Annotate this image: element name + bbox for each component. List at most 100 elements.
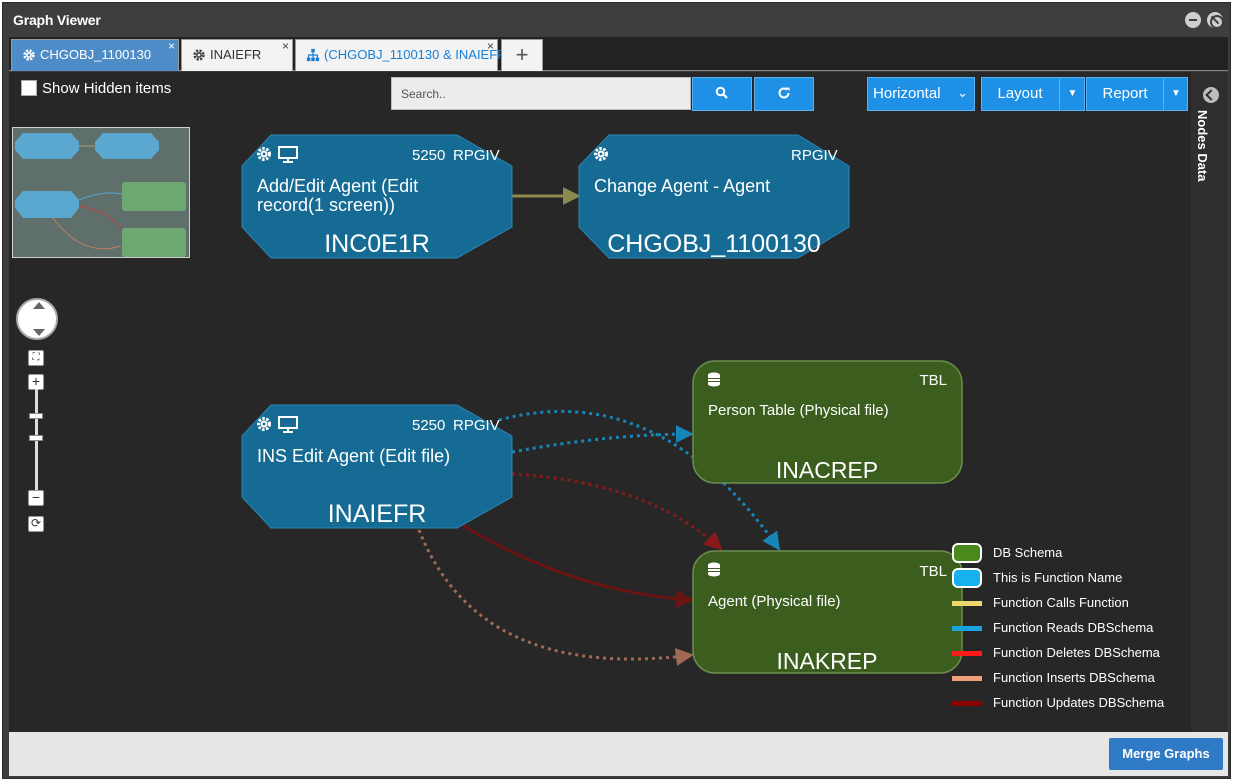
legend: DB Schema This is Function Name Function… bbox=[952, 543, 1182, 718]
orientation-value: Horizontal bbox=[873, 85, 941, 102]
legend-swatch bbox=[952, 701, 982, 706]
search-button[interactable] bbox=[692, 77, 752, 111]
node-count: 5250 bbox=[412, 147, 445, 164]
zoom-slider-marker bbox=[29, 435, 43, 441]
node-title: Change Agent - Agent bbox=[594, 176, 770, 196]
footer-bar: Merge Graphs bbox=[9, 732, 1228, 776]
tab-chgobj[interactable]: CHGOBJ_1100130 × bbox=[11, 39, 179, 71]
layout-button[interactable]: Layout ▼ bbox=[981, 77, 1085, 111]
node-title-line2: record(1 screen)) bbox=[257, 195, 395, 215]
close-window-icon[interactable] bbox=[1207, 12, 1224, 29]
zoom-out-button[interactable]: − bbox=[28, 490, 44, 506]
legend-swatch bbox=[952, 568, 982, 588]
node-name: INACREP bbox=[776, 457, 878, 483]
legend-label: Function Reads DBSchema bbox=[993, 620, 1154, 635]
caret-down-icon[interactable]: ▼ bbox=[1067, 88, 1078, 99]
reset-zoom-icon[interactable]: ⟳ bbox=[28, 516, 44, 532]
legend-swatch bbox=[952, 676, 982, 681]
function-node-inaiefr[interactable]: 5250 RPGIV INS Edit Agent (Edit file) IN… bbox=[241, 404, 513, 529]
node-name: INAKREP bbox=[777, 648, 878, 674]
function-node-inc0e1r[interactable]: 5250 RPGIV Add/Edit Agent (Edit record(1… bbox=[241, 134, 513, 259]
legend-label: Function Inserts DBSchema bbox=[993, 670, 1155, 685]
gear-icon bbox=[257, 417, 271, 431]
layout-label: Layout bbox=[997, 85, 1043, 102]
refresh-button[interactable] bbox=[754, 77, 814, 111]
node-title: Agent (Physical file) bbox=[708, 593, 841, 610]
legend-label: Function Calls Function bbox=[993, 595, 1129, 610]
close-tab-icon[interactable]: × bbox=[486, 39, 494, 53]
legend-label: Function Deletes DBSchema bbox=[993, 645, 1160, 660]
edge-reads bbox=[498, 409, 781, 551]
legend-swatch bbox=[952, 626, 982, 631]
legend-label: This is Function Name bbox=[993, 570, 1123, 585]
pan-navigator[interactable] bbox=[16, 298, 58, 340]
legend-item: Function Inserts DBSchema bbox=[952, 668, 1182, 693]
caret-down-icon[interactable]: ▼ bbox=[1171, 88, 1181, 99]
tab-bar: CHGOBJ_1100130 × INAIEFR × (CHGOBJ_11001… bbox=[9, 37, 1228, 71]
minimap[interactable] bbox=[12, 127, 190, 258]
refresh-icon bbox=[778, 87, 790, 99]
legend-item: Function Deletes DBSchema bbox=[952, 643, 1182, 668]
node-name: INAIEFR bbox=[328, 500, 427, 528]
node-title: INS Edit Agent (Edit file) bbox=[257, 446, 450, 466]
node-title: Person Table (Physical file) bbox=[708, 402, 889, 419]
legend-item: DB Schema bbox=[952, 543, 1182, 568]
function-node-chgobj[interactable]: RPGIV Change Agent - Agent CHGOBJ_110013… bbox=[578, 134, 850, 259]
legend-swatch bbox=[952, 543, 982, 563]
legend-swatch bbox=[952, 651, 982, 656]
close-tab-icon[interactable]: × bbox=[281, 39, 289, 53]
zoom-slider-thumb[interactable] bbox=[29, 413, 43, 419]
graph-canvas[interactable]: Show Hidden items Search.. Horizontal ⌄ … bbox=[9, 72, 1191, 732]
minimize-icon[interactable] bbox=[1185, 12, 1201, 28]
database-icon bbox=[708, 372, 720, 387]
zoom-in-button[interactable]: + bbox=[28, 374, 44, 390]
table-node-inakrep[interactable]: TBL Agent (Physical file) INAKREP bbox=[692, 550, 963, 674]
orientation-select[interactable]: Horizontal ⌄ bbox=[867, 77, 975, 111]
tab-merged[interactable]: (CHGOBJ_1100130 & INAIEFR) × bbox=[295, 39, 511, 71]
table-node-inacrep[interactable]: TBL Person Table (Physical file) INACREP bbox=[692, 360, 963, 484]
chevron-left-icon[interactable] bbox=[1203, 87, 1219, 103]
report-button[interactable]: Report ▼ bbox=[1086, 77, 1188, 111]
fit-screen-icon[interactable]: ⛶ bbox=[28, 350, 44, 366]
legend-item: Function Updates DBSchema bbox=[952, 693, 1182, 718]
nodes-data-label: Nodes Data bbox=[1195, 110, 1210, 182]
zoom-slider[interactable] bbox=[35, 389, 38, 499]
merge-graphs-button[interactable]: Merge Graphs bbox=[1109, 738, 1223, 770]
show-hidden-toggle[interactable]: Show Hidden items bbox=[21, 80, 171, 97]
tab-label: CHGOBJ_1100130 bbox=[40, 47, 152, 62]
close-tab-icon[interactable]: × bbox=[167, 39, 175, 53]
node-type: TBL bbox=[919, 563, 947, 580]
legend-item: Function Reads DBSchema bbox=[952, 618, 1182, 643]
node-language: RPGIV bbox=[453, 147, 500, 164]
search-input[interactable]: Search.. bbox=[391, 77, 691, 110]
monitor-icon bbox=[278, 416, 298, 433]
tab-label: (CHGOBJ_1100130 & INAIEFR) bbox=[324, 47, 511, 62]
database-icon bbox=[708, 562, 720, 577]
node-type: TBL bbox=[919, 372, 947, 389]
gear-icon bbox=[193, 49, 205, 61]
node-name: CHGOBJ_1100130 bbox=[607, 230, 821, 258]
chevron-down-icon: ⌄ bbox=[957, 85, 968, 100]
node-language: RPGIV bbox=[791, 147, 838, 164]
nodes-data-panel-toggle[interactable]: Nodes Data bbox=[1191, 72, 1228, 732]
tab-inaiefr[interactable]: INAIEFR × bbox=[181, 39, 293, 71]
legend-item: Function Calls Function bbox=[952, 593, 1182, 618]
node-name: INC0E1R bbox=[324, 230, 430, 258]
title-bar: Graph Viewer bbox=[3, 3, 1230, 37]
node-title-line1: Add/Edit Agent (Edit bbox=[257, 176, 418, 196]
window-title: Graph Viewer bbox=[13, 12, 101, 28]
search-icon bbox=[715, 86, 728, 99]
show-hidden-label: Show Hidden items bbox=[42, 80, 172, 97]
monitor-icon bbox=[278, 146, 298, 163]
tab-label: INAIEFR bbox=[210, 47, 262, 62]
show-hidden-checkbox[interactable] bbox=[21, 80, 37, 96]
edge-inserts bbox=[417, 529, 694, 666]
gear-icon bbox=[594, 147, 608, 161]
add-tab-button[interactable]: + bbox=[501, 39, 543, 71]
legend-label: Function Updates DBSchema bbox=[993, 695, 1165, 710]
edge-updates bbox=[453, 518, 694, 608]
legend-label: DB Schema bbox=[993, 545, 1063, 560]
legend-item: This is Function Name bbox=[952, 568, 1182, 593]
report-label: Report bbox=[1102, 85, 1148, 102]
